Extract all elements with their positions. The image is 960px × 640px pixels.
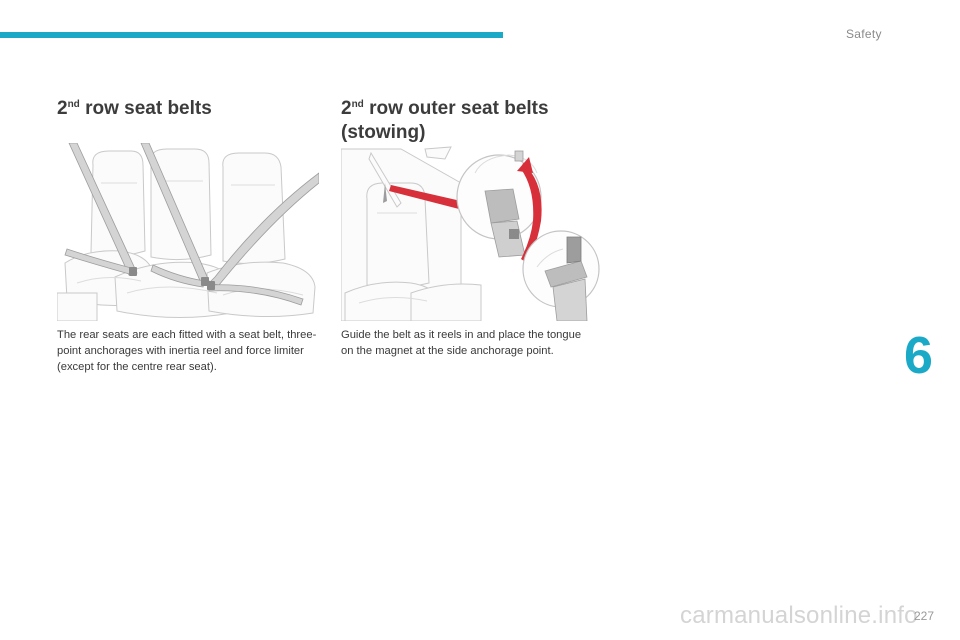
rear-seat-belts-illustration	[57, 143, 319, 321]
heading-rear-seat-belts: 2nd row seat belts	[57, 98, 212, 122]
heading-text: row outer seat belts (stowing)	[341, 98, 549, 143]
belt-stowing-illustration	[341, 146, 600, 321]
page-number: 227	[914, 609, 935, 623]
heading-ordinal-suffix: nd	[351, 99, 364, 110]
heading-number: 2	[57, 98, 68, 119]
heading-ordinal-suffix: nd	[67, 99, 80, 110]
belt-stowing-description: Guide the belt as it reels in and place …	[341, 329, 582, 357]
heading-text: row seat belts	[79, 98, 212, 119]
heading-number: 2	[341, 98, 352, 119]
rear-seat-belts-description: The rear seats are each fitted with a se…	[57, 329, 317, 373]
watermark: carmanualsonline.info	[680, 602, 918, 629]
header-accent-bar	[0, 32, 503, 38]
section-title: Safety	[846, 27, 882, 41]
chapter-number-tab: 6	[904, 327, 933, 385]
heading-outer-seat-belts-stowing: 2nd row outer seat belts (stowing)	[341, 98, 601, 143]
